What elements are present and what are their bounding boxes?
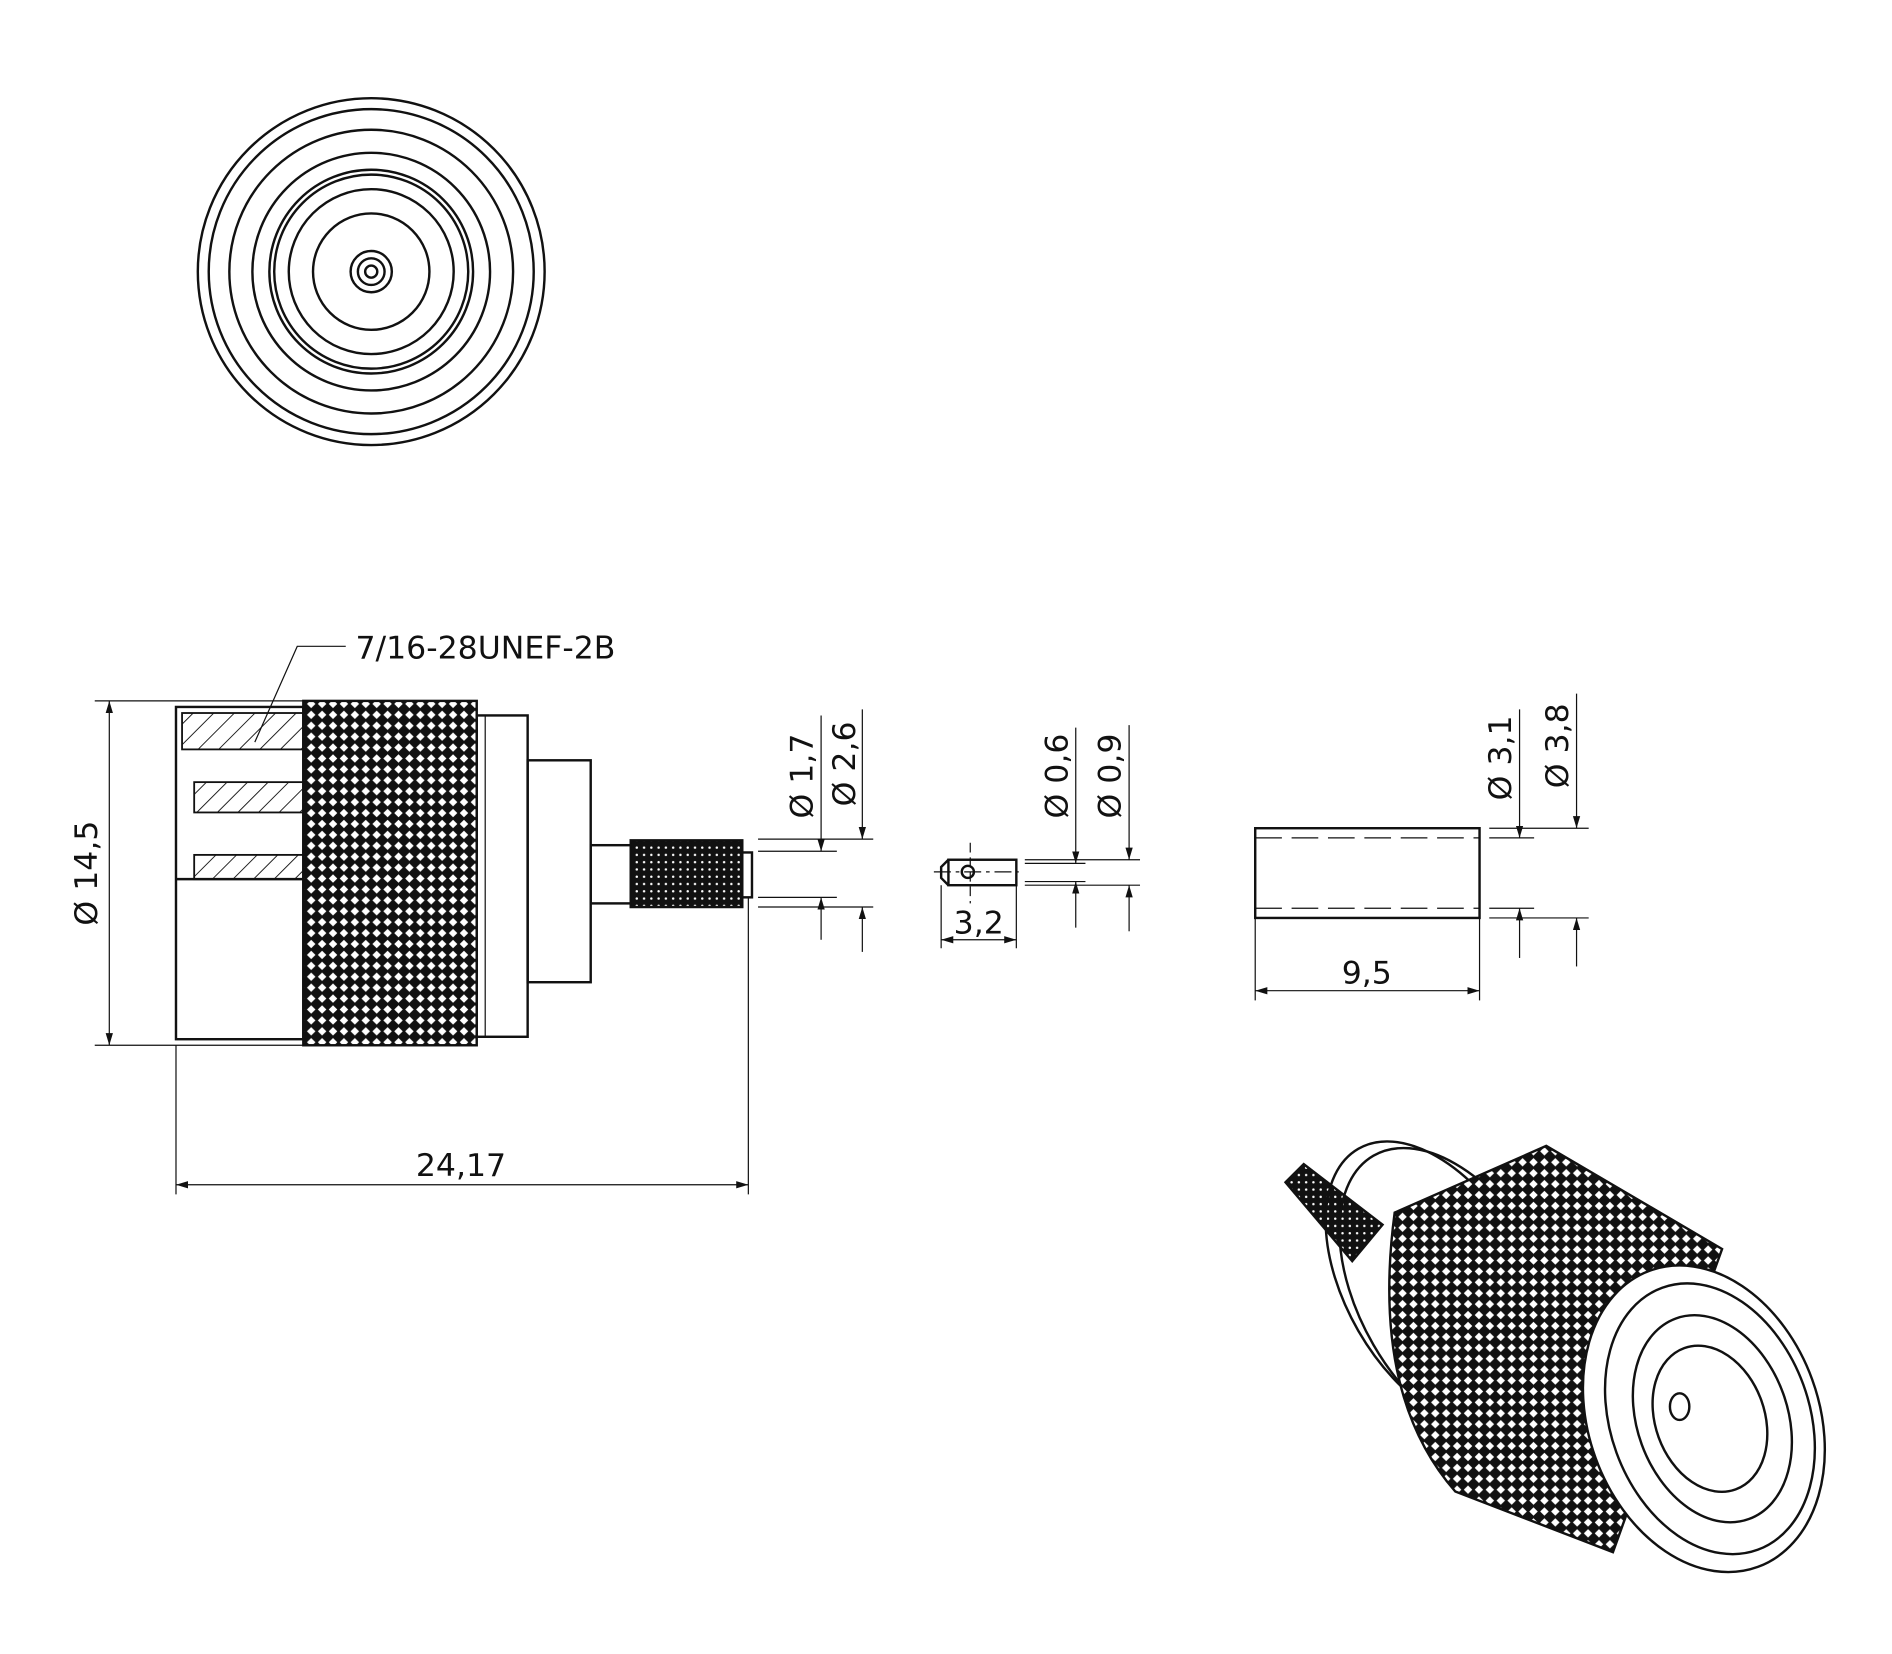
dim-label: Ø 2,6 <box>827 721 863 806</box>
isometric-view <box>1283 1140 1827 1574</box>
dim-overall-length: 24,17 <box>175 897 749 1195</box>
thread-callout: 7/16-28UNEF-2B <box>254 630 615 743</box>
dim-label: 9,5 <box>1342 955 1392 991</box>
front-view <box>196 97 546 447</box>
dim-label: Ø 14,5 <box>69 821 105 926</box>
dim-label: Ø 0,6 <box>1039 734 1075 819</box>
dim-label: Ø 3,1 <box>1483 715 1519 800</box>
dim-label: Ø 3,8 <box>1540 703 1576 788</box>
contact-pin: 3,2 Ø 0,6 Ø 0,9 <box>933 725 1141 949</box>
dim-label: Ø 1,7 <box>785 734 821 819</box>
ferrule: 9,5 Ø 3,1 Ø 3,8 <box>1254 693 1589 1001</box>
dim-label: 3,2 <box>954 906 1004 942</box>
dim-crimp-diameters: Ø 1,7 Ø 2,6 <box>758 709 874 952</box>
dim-body-diameter: Ø 14,5 <box>69 700 304 1046</box>
dim-label: Ø 0,9 <box>1093 734 1129 819</box>
dim-label: 24,17 <box>416 1148 506 1184</box>
thread-label: 7/16-28UNEF-2B <box>355 630 615 666</box>
side-view <box>174 699 754 1047</box>
